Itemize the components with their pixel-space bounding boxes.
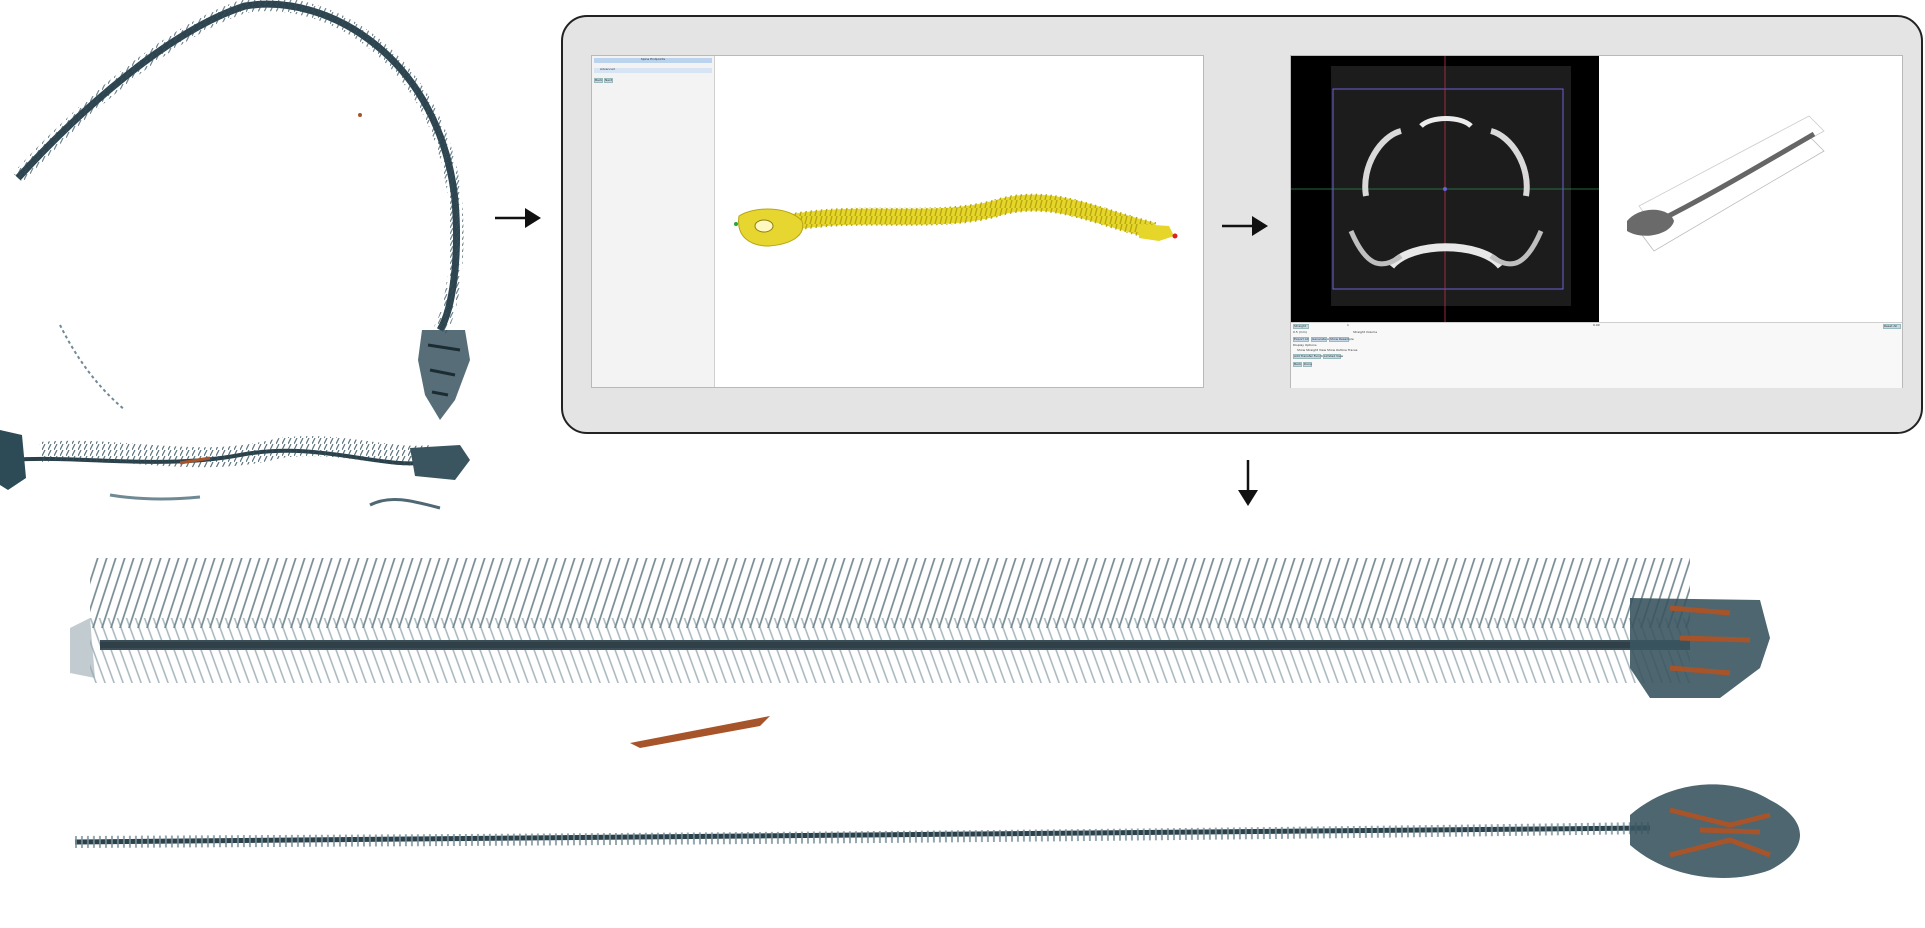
down-arrow-icon	[1236, 460, 1260, 508]
straight-volume-label: Straight Volume	[1353, 330, 1378, 334]
add-transfer-function-button[interactable]: Add Transfer Function	[1293, 354, 1327, 359]
back-button[interactable]: Back	[1293, 362, 1302, 367]
right-arrow-icon	[495, 206, 543, 230]
done-button[interactable]: Done	[1303, 362, 1312, 367]
straightening-window: Straight 1 0.00 Reset All 0.5 (mm) Strai…	[1290, 55, 1903, 388]
back-button[interactable]: Back	[594, 78, 603, 83]
panel-title: Spine Endpoints	[594, 58, 712, 63]
advanced-section-toggle[interactable]: Advanced	[594, 68, 712, 73]
reset-all-button[interactable]: Reset All	[1883, 324, 1901, 329]
raw-scan-volume-render	[0, 0, 470, 510]
curled-head	[418, 330, 470, 420]
module-panel: Spine Endpoints Advanced Back Next	[592, 56, 715, 387]
value-readout: 0.00	[1593, 323, 1600, 327]
spine-endpoints-window: Spine Endpoints Advanced Back Next	[591, 55, 1204, 388]
index-field[interactable]: 1	[1347, 323, 1349, 327]
spacing-field[interactable]: 0.5 (mm)	[1293, 330, 1307, 334]
show-resample-button[interactable]: Show Resample	[1329, 337, 1354, 342]
straightened-lateral-view	[70, 558, 1770, 748]
yellow-skeleton-surface	[734, 193, 1178, 247]
display-options-label: Display Options	[1293, 343, 1317, 347]
3d-view[interactable]	[1599, 56, 1902, 322]
right-arrow-icon	[1222, 214, 1270, 238]
next-button[interactable]: Next	[604, 78, 613, 83]
limited-view-button[interactable]: Limited View	[1323, 354, 1344, 359]
show-outline-traces-checkbox[interactable]: Show Outline Traces	[1327, 348, 1358, 352]
show-straight-view-checkbox[interactable]: Show Straight View	[1297, 348, 1327, 352]
ct-slice-view[interactable]	[1291, 56, 1599, 322]
generate-all-button[interactable]: Generate All	[1311, 337, 1331, 342]
export-all-button[interactable]: Export All	[1293, 337, 1309, 342]
module-controls: Straight 1 0.00 Reset All 0.5 (mm) Strai…	[1291, 322, 1902, 388]
straightened-dorsal-view	[74, 784, 1800, 878]
straight-button[interactable]: Straight	[1293, 324, 1309, 329]
